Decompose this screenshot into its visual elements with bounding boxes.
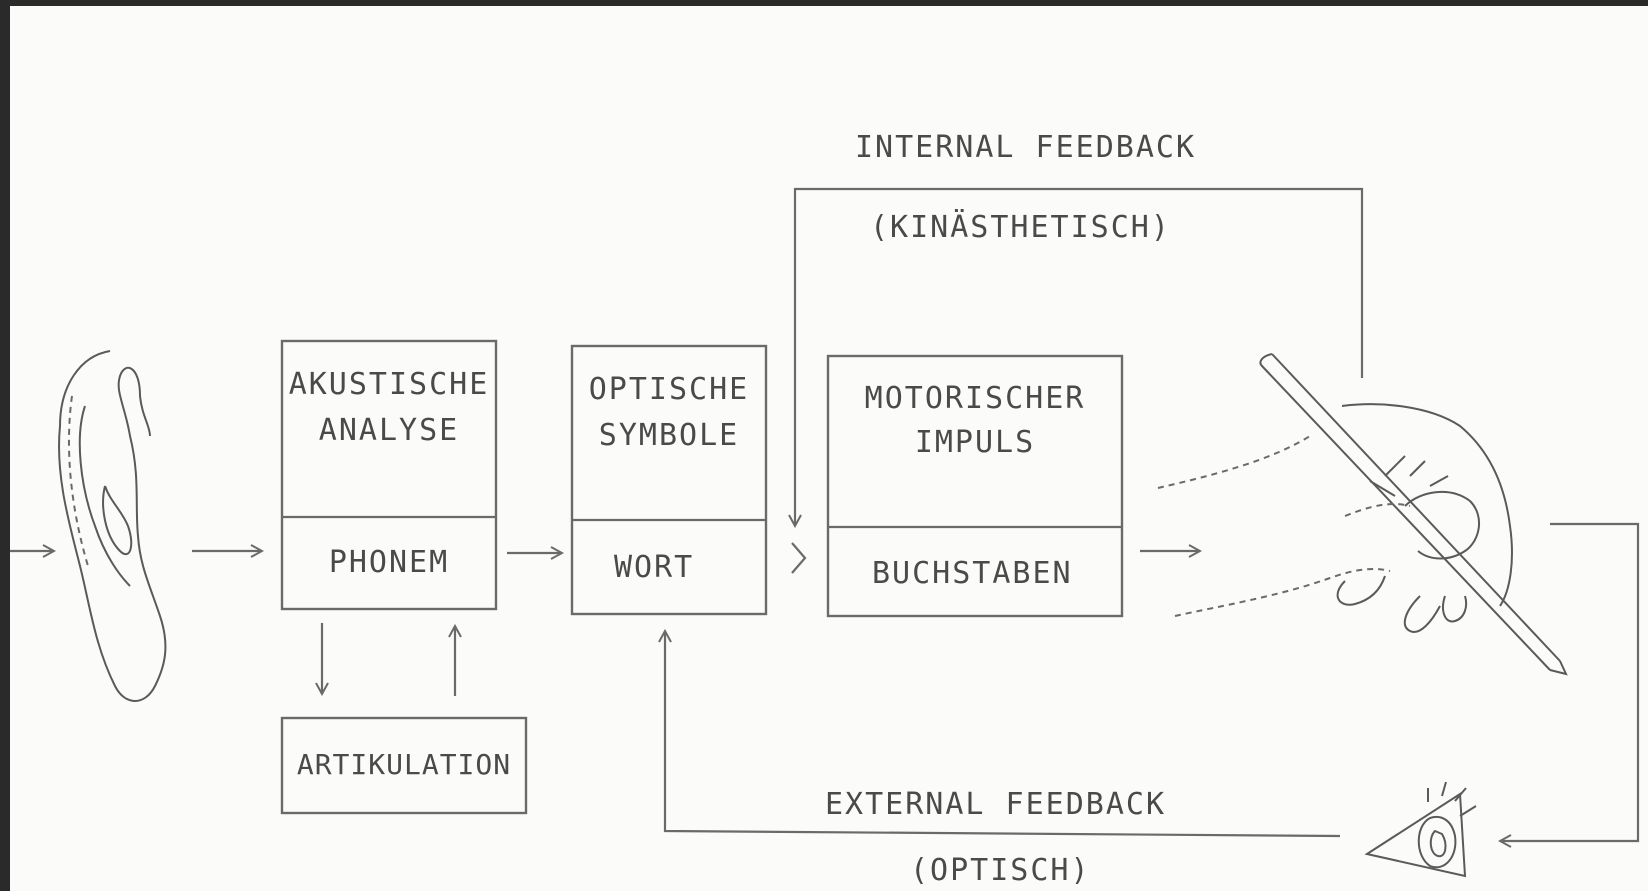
motorischer-line-1: MOTORISCHER [864,381,1086,416]
phonem-label: PHONEM [328,545,450,580]
eye-icon [1364,781,1477,878]
writing-hand-icon [1157,353,1568,676]
optische-line-1: OPTISCHE [588,372,750,407]
internal-feedback-loop [795,187,1364,526]
diagram-page: AKUSTISCHE ANALYSE PHONEM OPTISCHE SYMBO… [10,6,1648,891]
internal-feedback-subtitle: (KINÄSTHETISCH) [870,210,1171,245]
external-feedback-loop [665,631,1341,838]
motorischer-box [826,354,1124,618]
internal-feedback-title: INTERNAL FEEDBACK [855,130,1197,165]
optische-line-2: SYMBOLE [598,418,740,453]
arrow-hand-to-eye [1500,522,1640,841]
optische-box [570,344,768,616]
akustische-line-2: ANALYSE [318,413,460,448]
ear-icon [58,350,167,702]
artikulation-label: ARTIKULATION [296,748,512,781]
motorischer-label: MOTORISCHER IMPULS [828,382,1122,460]
diagram-canvas [10,187,1640,878]
optische-label: OPTISCHE SYMBOLE [572,373,766,453]
akustische-box [280,339,498,611]
wort-label: WORT [614,550,695,585]
buchstaben-label: BUCHSTABEN [872,556,1073,591]
motorischer-line-2: IMPULS [914,425,1036,460]
external-feedback-title: EXTERNAL FEEDBACK [825,787,1167,822]
akustische-line-1: AKUSTISCHE [288,367,490,402]
akustische-label: AKUSTISCHE ANALYSE [282,368,496,448]
arrow-optische-to-motorischer [791,542,807,574]
external-feedback-subtitle: (OPTISCH) [910,853,1091,888]
artikulation-box [280,716,528,815]
